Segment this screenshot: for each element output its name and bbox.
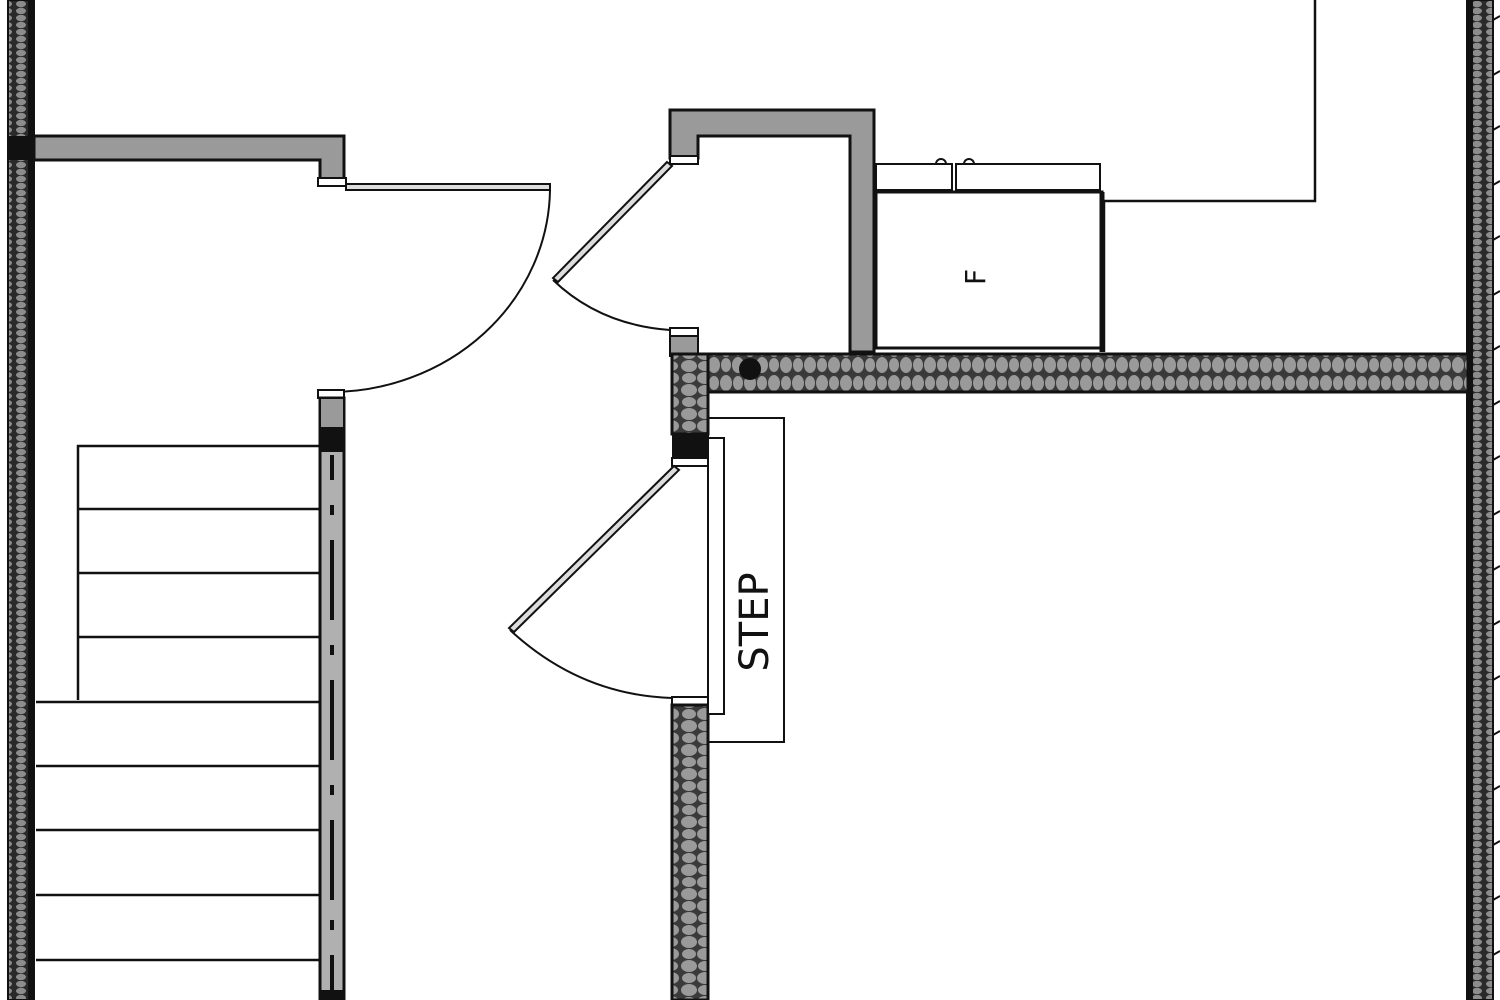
- step-label: STEP: [732, 572, 778, 671]
- appliance-unit: F: [874, 158, 1105, 352]
- staircase: [36, 444, 320, 962]
- door-3: [507, 464, 681, 699]
- interior-wall-vertical-upper: [670, 352, 710, 467]
- exterior-wall-left: [7, 0, 35, 1000]
- closet-walls: [668, 108, 876, 357]
- step-landing: STEP: [707, 417, 785, 743]
- stair-partition-wall: [318, 396, 346, 1000]
- door-1: [317, 183, 551, 399]
- door-2: [551, 160, 674, 331]
- counter-outline: [1102, 0, 1317, 352]
- post-marker: [739, 358, 761, 380]
- exterior-wall-right: [1466, 0, 1500, 1000]
- appliance-label: F: [959, 269, 992, 285]
- partition-wall-top-left: [32, 134, 347, 187]
- interior-wall-vertical-lower: [670, 696, 710, 1000]
- interior-wall-horizontal: [706, 352, 1470, 394]
